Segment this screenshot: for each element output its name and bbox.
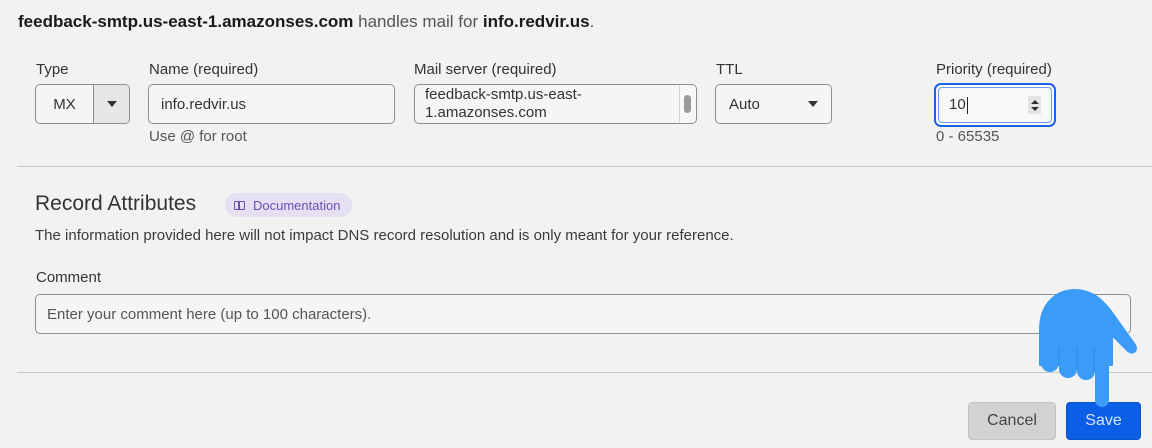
mail-server-name: feedback-smtp.us-east-1.amazonses.com	[18, 12, 354, 31]
documentation-link[interactable]: Documentation	[225, 193, 353, 217]
summary-text: handles mail for	[353, 12, 483, 31]
name-help-text: Use @ for root	[149, 128, 247, 145]
mail-server-input[interactable]: feedback-smtp.us-east- 1.amazonses.com	[414, 84, 697, 124]
priority-stepper[interactable]	[1028, 96, 1041, 114]
chevron-down-icon	[106, 101, 117, 107]
book-icon	[234, 200, 245, 210]
cancel-button[interactable]: Cancel	[968, 402, 1056, 440]
divider	[17, 372, 1152, 373]
comment-input[interactable]: Enter your comment here (up to 100 chara…	[35, 294, 1131, 334]
mail-server-scrollbar[interactable]	[679, 85, 696, 123]
ttl-select[interactable]: Auto	[715, 84, 832, 124]
priority-input[interactable]: 10	[934, 83, 1056, 127]
mail-server-line-2: 1.amazonses.com	[425, 104, 547, 121]
ttl-value: Auto	[729, 95, 760, 113]
type-select[interactable]: MX	[35, 84, 130, 124]
record-summary: feedback-smtp.us-east-1.amazonses.com ha…	[18, 12, 594, 32]
name-value: info.redvir.us	[161, 95, 247, 113]
name-input[interactable]: info.redvir.us	[148, 84, 395, 124]
name-label: Name (required)	[149, 61, 259, 78]
text-caret	[966, 96, 968, 114]
domain-name: info.redvir.us	[482, 12, 590, 31]
mail-server-line-1: feedback-smtp.us-east-	[425, 86, 582, 103]
documentation-label: Documentation	[253, 197, 341, 213]
scrollbar-thumb[interactable]	[684, 95, 691, 113]
priority-range-hint: 0 - 65535	[936, 128, 1000, 145]
mail-server-label: Mail server (required)	[414, 61, 557, 78]
section-description: The information provided here will not i…	[35, 227, 734, 244]
section-title: Record Attributes	[35, 192, 197, 215]
comment-label: Comment	[36, 269, 102, 286]
ttl-label: TTL	[716, 61, 743, 78]
stepper-up-icon[interactable]	[1030, 99, 1039, 104]
comment-placeholder: Enter your comment here (up to 100 chara…	[47, 305, 372, 323]
save-button[interactable]: Save	[1066, 402, 1141, 440]
stepper-down-icon[interactable]	[1030, 106, 1039, 111]
summary-period: .	[589, 12, 595, 31]
mail-server-value: feedback-smtp.us-east- 1.amazonses.com	[425, 86, 675, 122]
priority-value: 10	[949, 96, 966, 114]
type-value: MX	[36, 85, 94, 123]
divider	[17, 166, 1152, 167]
type-dropdown-button[interactable]	[94, 85, 129, 123]
type-label: Type	[36, 61, 69, 78]
chevron-down-icon	[808, 101, 818, 107]
priority-label: Priority (required)	[936, 61, 1052, 78]
